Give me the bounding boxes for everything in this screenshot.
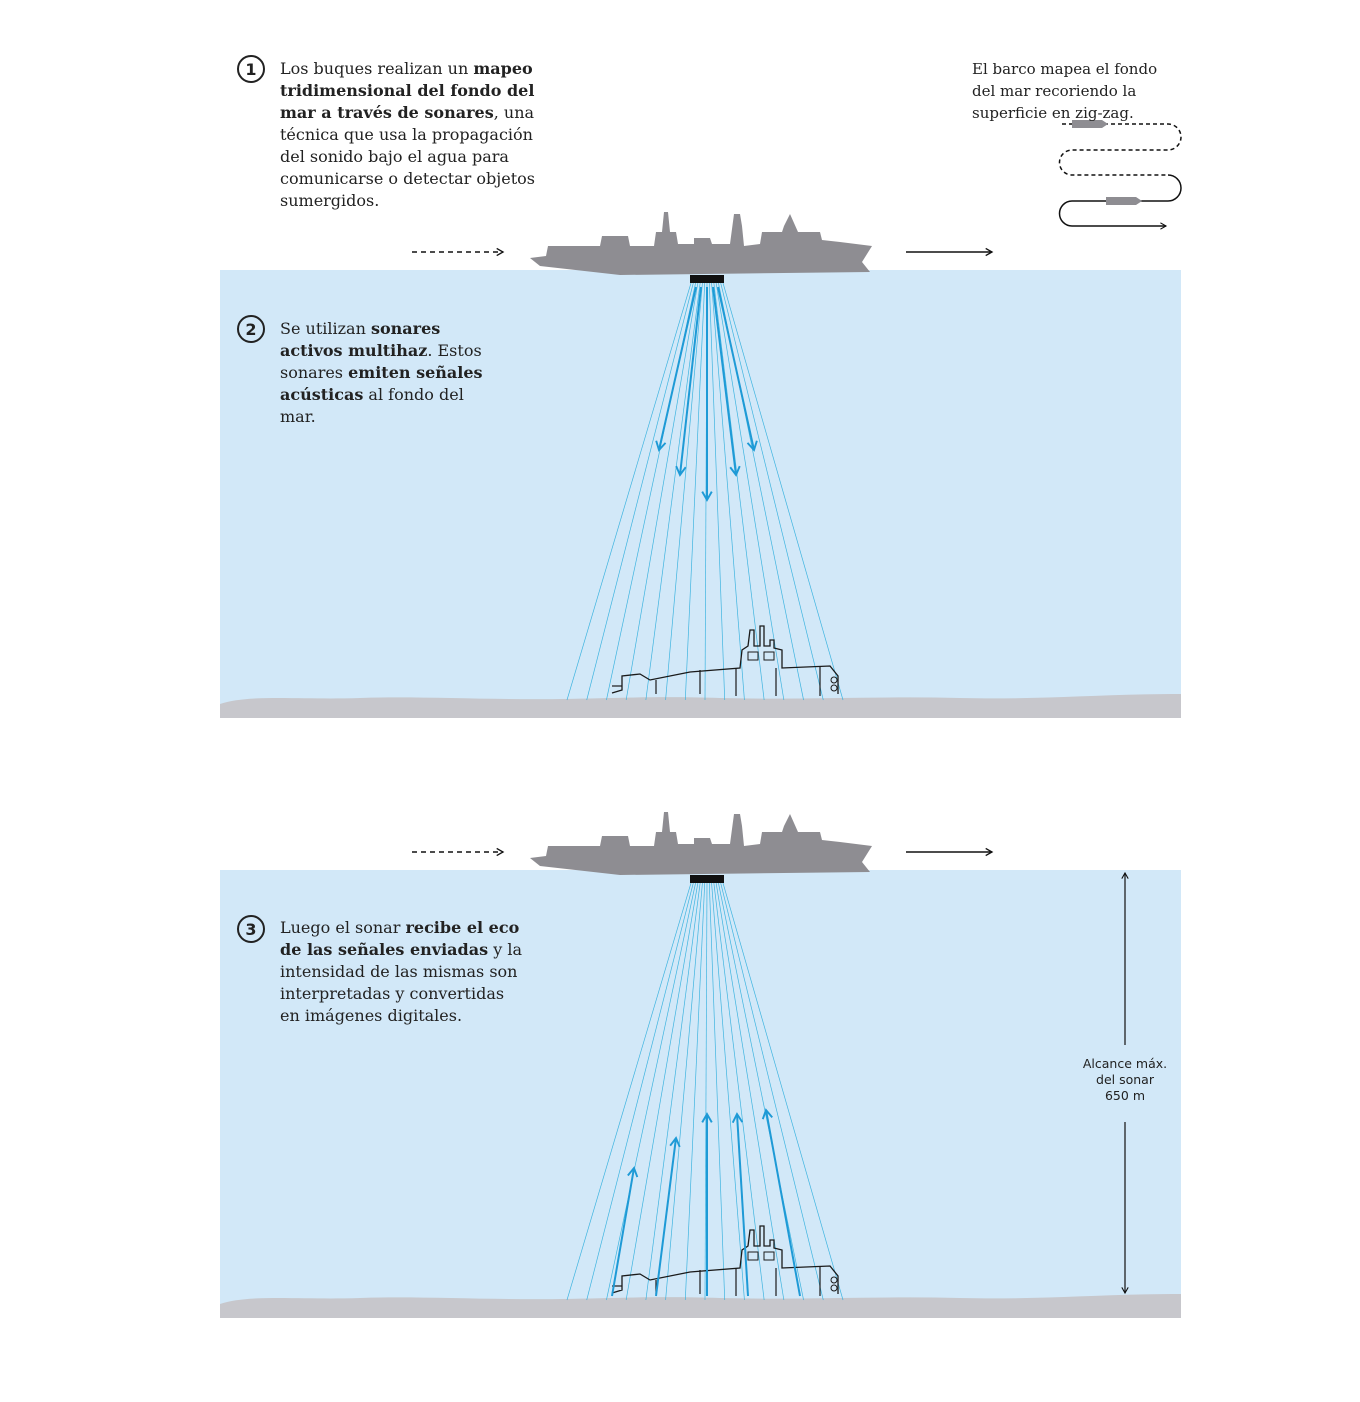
sonar-beam-line <box>645 282 701 701</box>
range-label-line-1: Alcance máx. <box>1082 1056 1168 1071</box>
sonar-beam-line <box>722 882 844 1301</box>
ship-icon <box>530 212 872 275</box>
sonar-beam-line <box>711 882 745 1301</box>
step-3-badge: 3 <box>237 915 265 943</box>
step-1-badge: 1 <box>237 55 265 83</box>
step-2-text: Se utilizan sonares activos multihaz. Es… <box>280 318 495 428</box>
sonar-beam-line <box>704 882 708 1301</box>
range-label: Alcance máx. del sonar 650 m <box>1070 1056 1180 1104</box>
sonar-beam-line <box>684 882 706 1301</box>
water-area <box>220 870 1181 1318</box>
step-1-text-run: Los buques realizan un <box>280 59 474 78</box>
echo-signal-arrow <box>611 1166 639 1297</box>
sonar-beam-line <box>713 882 765 1301</box>
sonar-beam-line <box>718 882 804 1301</box>
sonar-beam-line <box>715 882 785 1301</box>
step-2-text-run: al fondo del mar. <box>280 385 464 426</box>
sonar-beam-line <box>645 882 701 1301</box>
step-3-text-run: y la inten­sidad de las mismas son inter… <box>280 940 522 1025</box>
sonar-beam-line <box>566 282 692 701</box>
emitted-signal-arrow <box>675 286 702 477</box>
sonar-beam-line <box>708 282 726 701</box>
ship-icon <box>530 812 872 875</box>
echo-signal-arrow <box>655 1136 681 1297</box>
sonar-beam-line <box>625 882 699 1301</box>
sonar-beam-line <box>711 282 745 701</box>
sonar-beam-line <box>708 882 726 1301</box>
sonar-beam-line <box>606 882 696 1301</box>
step-3-text-run: Luego el sonar <box>280 918 406 937</box>
sonar-beam-line <box>713 282 765 701</box>
step-1-text-run: , una técnica que usa la propagación del… <box>280 103 535 210</box>
step-2-text-run: sonares activos multihaz <box>280 319 441 360</box>
step-3-text: Luego el sonar recibe el eco de las seña… <box>280 917 528 1027</box>
sonar-transducer-icon <box>690 275 724 283</box>
step-3-text-run: recibe el eco de las señales enviadas <box>280 918 520 959</box>
step-1-text-run: mapeo tridimensional del fondo del mar a… <box>280 59 535 122</box>
range-label-line-2: del sonar <box>1096 1072 1154 1087</box>
sonar-beam-line <box>625 282 699 701</box>
sonar-beam-line <box>566 882 692 1301</box>
sonar-beam-line <box>722 282 844 701</box>
range-label-line-3: 650 m <box>1104 1088 1145 1103</box>
step-1-text: Los buques realizan un mapeo tridimensio… <box>280 58 548 212</box>
step-2-text-run: emiten señales acústicas <box>280 363 483 404</box>
sonar-beam-line <box>720 282 824 701</box>
echo-signal-arrow <box>731 1112 749 1297</box>
sonar-beam-line <box>715 282 785 701</box>
zigzag-note: El barco mapea el fondo del mar recorien… <box>972 60 1158 122</box>
panel-top <box>220 120 1182 718</box>
sonar-beams <box>566 282 844 701</box>
sonar-beam-line <box>586 282 694 701</box>
zigzag-route-icon <box>1058 120 1182 230</box>
seabed <box>220 1294 1181 1318</box>
sonar-beam-line <box>586 882 694 1301</box>
sonar-beam-line <box>684 282 706 701</box>
emitted-signal-arrow <box>717 286 758 452</box>
step-2-text-run: . Estos sonares <box>280 341 482 382</box>
sonar-beam-line <box>665 282 703 701</box>
panel-bottom <box>220 812 1181 1318</box>
emitted-signal-arrow <box>712 286 741 477</box>
sonar-beam-line <box>665 882 703 1301</box>
emitted-signal-arrow <box>655 286 697 452</box>
echo-signal-arrow <box>761 1108 801 1297</box>
seabed <box>220 694 1181 718</box>
sonar-beams <box>566 882 844 1301</box>
step-2-badge: 2 <box>237 315 265 343</box>
up-arrow-icon <box>611 1108 801 1297</box>
sonar-transducer-icon <box>690 875 724 883</box>
down-arrow-icon <box>655 286 758 502</box>
water-area <box>220 270 1181 718</box>
step-2-text-run: Se utilizan <box>280 319 371 338</box>
sonar-beam-line <box>720 882 824 1301</box>
